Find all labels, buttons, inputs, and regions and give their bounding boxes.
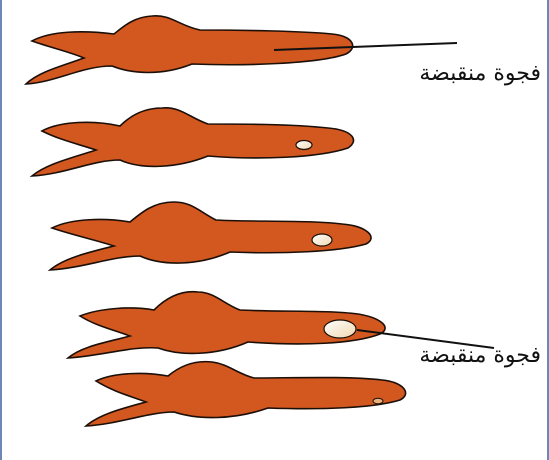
label-contractile-vacuole-top: فجوة منقبضة bbox=[419, 63, 541, 85]
amoeba-cell-3 bbox=[50, 202, 371, 270]
contractile-vacuole-2 bbox=[296, 141, 312, 150]
amoeba-body-1 bbox=[26, 16, 353, 84]
amoeba-cell-1 bbox=[26, 16, 353, 84]
contractile-vacuole-5 bbox=[373, 398, 383, 404]
amoeba-body-5 bbox=[86, 362, 406, 426]
amoeba-cell-5 bbox=[86, 362, 406, 426]
label-contractile-vacuole-bottom: فجوة منقبضة bbox=[419, 345, 541, 367]
contractile-vacuole-3 bbox=[312, 234, 332, 246]
amoeba-cell-2 bbox=[32, 108, 354, 176]
contractile-vacuole-4 bbox=[324, 320, 356, 338]
amoeba-cell-4 bbox=[68, 292, 385, 358]
